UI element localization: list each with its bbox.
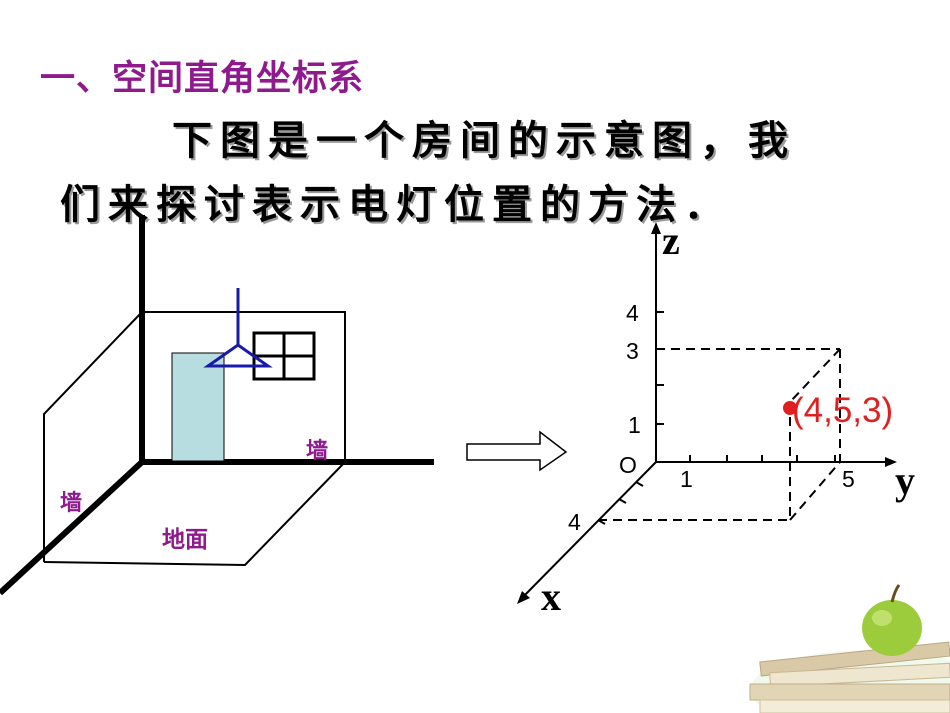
floor-label: 地面: [162, 526, 208, 553]
origin-label: O: [619, 452, 637, 478]
left-wall-outline: [43, 311, 143, 562]
floor-outline: [43, 461, 346, 567]
x-ticks: [597, 481, 644, 525]
window: [252, 331, 316, 381]
back-wall-outline: [142, 311, 346, 462]
y-axis-label: y: [895, 458, 915, 503]
projection-box: [598, 348, 841, 521]
room-illustration: 墙 墙 地面: [0, 215, 434, 596]
coordinate-system: z y x O 4 3 1 1 5 4 (4,5,3): [517, 218, 915, 619]
x-axis-label: x: [541, 574, 561, 619]
room-depth-axis: [0, 459, 145, 596]
wall-label-left: 墙: [60, 490, 82, 516]
z-tick-label-4: 4: [626, 300, 639, 326]
section-title: 一、空间直角坐标系: [40, 59, 365, 99]
y-ticks: [689, 455, 836, 462]
transition-arrow: [466, 430, 568, 472]
apple-books-decoration: [749, 584, 950, 713]
z-arrowhead: [651, 222, 661, 234]
z-ticks: [656, 311, 664, 425]
wall-label-right: 墙: [306, 438, 328, 464]
point-marker: [783, 401, 797, 415]
door: [171, 352, 225, 462]
paragraph-line-2: 们来探讨表示电灯位置的方法．: [60, 182, 732, 228]
y-tick-label-5: 5: [842, 466, 855, 492]
x-tick-label-4: 4: [568, 509, 581, 535]
z-tick-label-3: 3: [626, 338, 639, 364]
paragraph-line-1: 下图是一个房间的示意图，我: [172, 118, 796, 164]
z-tick-label-1: 1: [628, 412, 641, 438]
point-coordinate-label: (4,5,3): [792, 391, 893, 430]
x-axis: [519, 461, 657, 601]
x-arrowhead: [517, 591, 530, 604]
lamp: [203, 288, 273, 368]
z-axis-label: z: [662, 218, 680, 263]
y-tick-label-1: 1: [680, 466, 693, 492]
y-arrowhead: [885, 457, 897, 467]
